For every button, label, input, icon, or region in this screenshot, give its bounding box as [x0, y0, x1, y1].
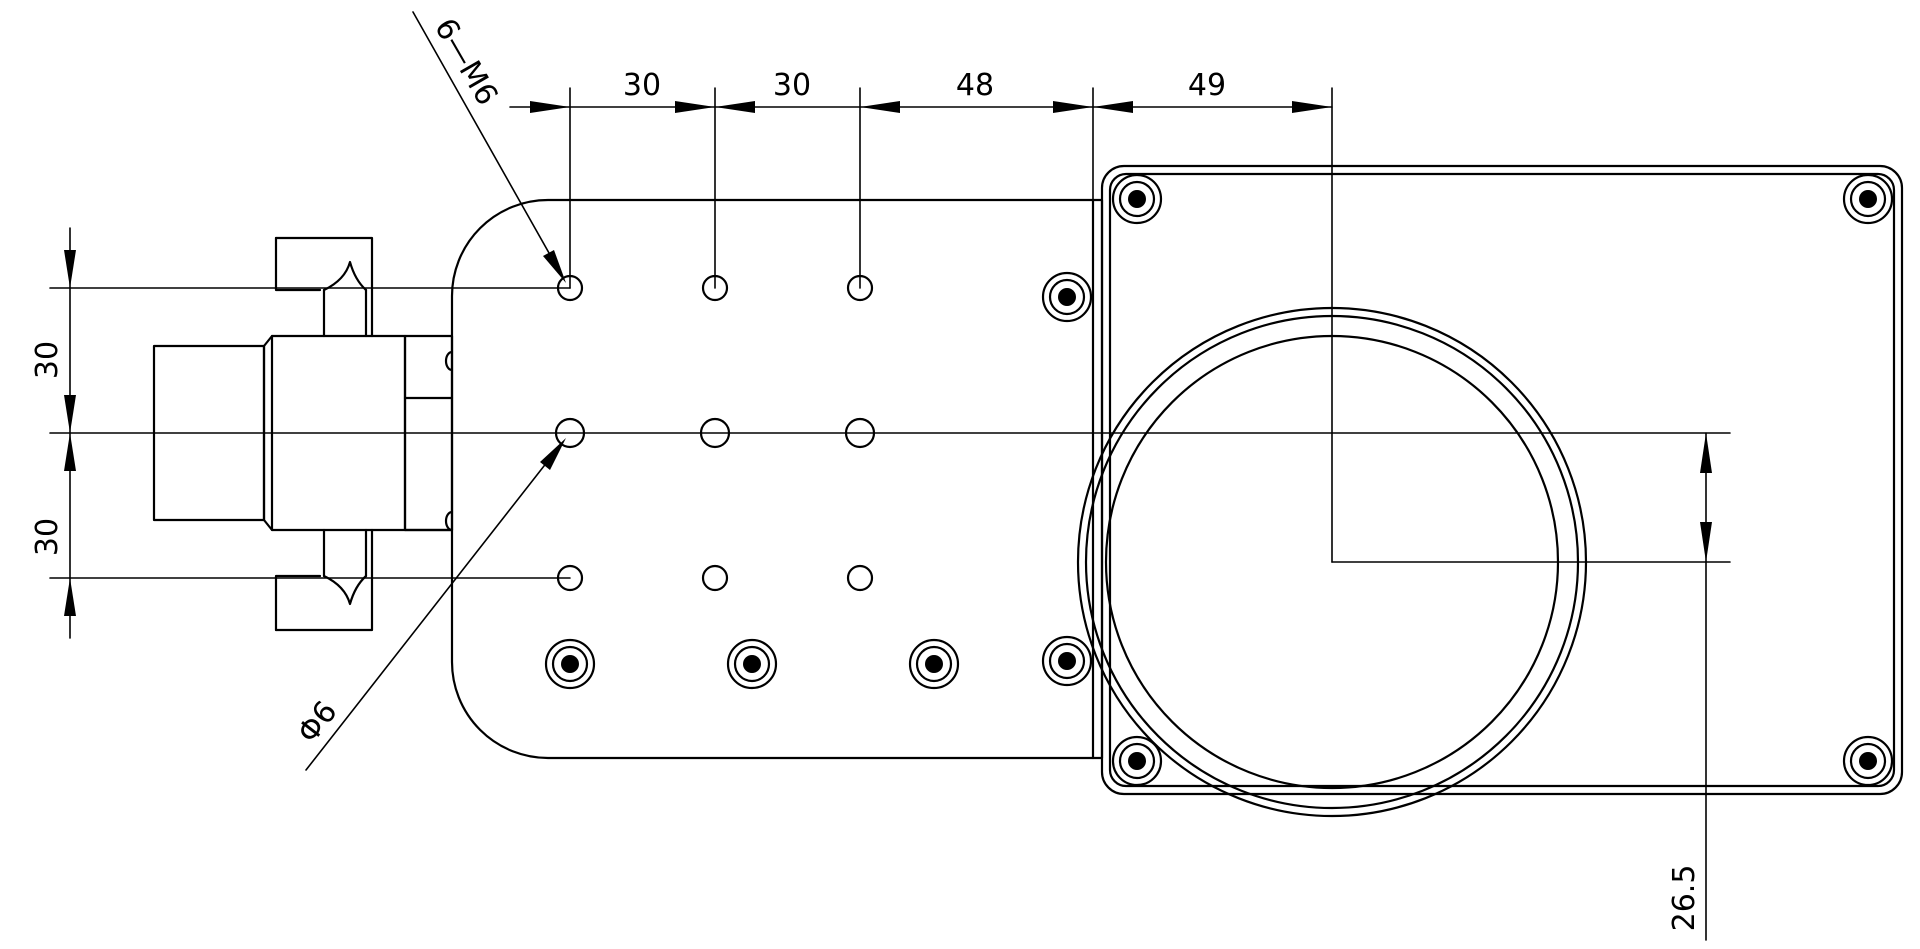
dimension-top: 30 30 48 49: [509, 68, 1333, 113]
dim-top-1: 30: [623, 68, 661, 103]
plate-bolt-row-1: [544, 638, 596, 690]
motor-housing: [1100, 164, 1904, 796]
dimension-right: 26.5: [1667, 432, 1712, 941]
dim-left-lower: 30: [30, 518, 65, 556]
dim-right-offset: 26.5: [1667, 865, 1702, 932]
dim-top-4: 49: [1188, 68, 1226, 103]
plate-bolt-upper: [1041, 271, 1093, 323]
callout-hole-diameter: Φ6: [291, 438, 566, 771]
plate-bolt-row-2: [726, 638, 778, 690]
housing-bolt-top-left: [1111, 173, 1163, 225]
dim-left-upper: 30: [30, 341, 65, 379]
plate-bolt-lower: [1041, 635, 1093, 687]
connector-assembly: [152, 236, 454, 632]
dim-top-2: 30: [773, 68, 811, 103]
housing-bolt-bottom-right: [1842, 735, 1894, 787]
hole: [701, 564, 729, 592]
callout-thread-holes: 6—M6: [412, 11, 566, 283]
dim-top-3: 48: [956, 68, 994, 103]
dimension-left: 30 30: [30, 227, 76, 639]
base-plate: [450, 198, 1104, 760]
callout-thread-holes-text: 6—M6: [427, 13, 504, 112]
hole: [846, 564, 874, 592]
housing-bolt-top-right: [1842, 173, 1894, 225]
callout-hole-diameter-text: Φ6: [291, 695, 345, 750]
plate-bolt-row-3: [908, 638, 960, 690]
center-lines: [49, 87, 1731, 579]
